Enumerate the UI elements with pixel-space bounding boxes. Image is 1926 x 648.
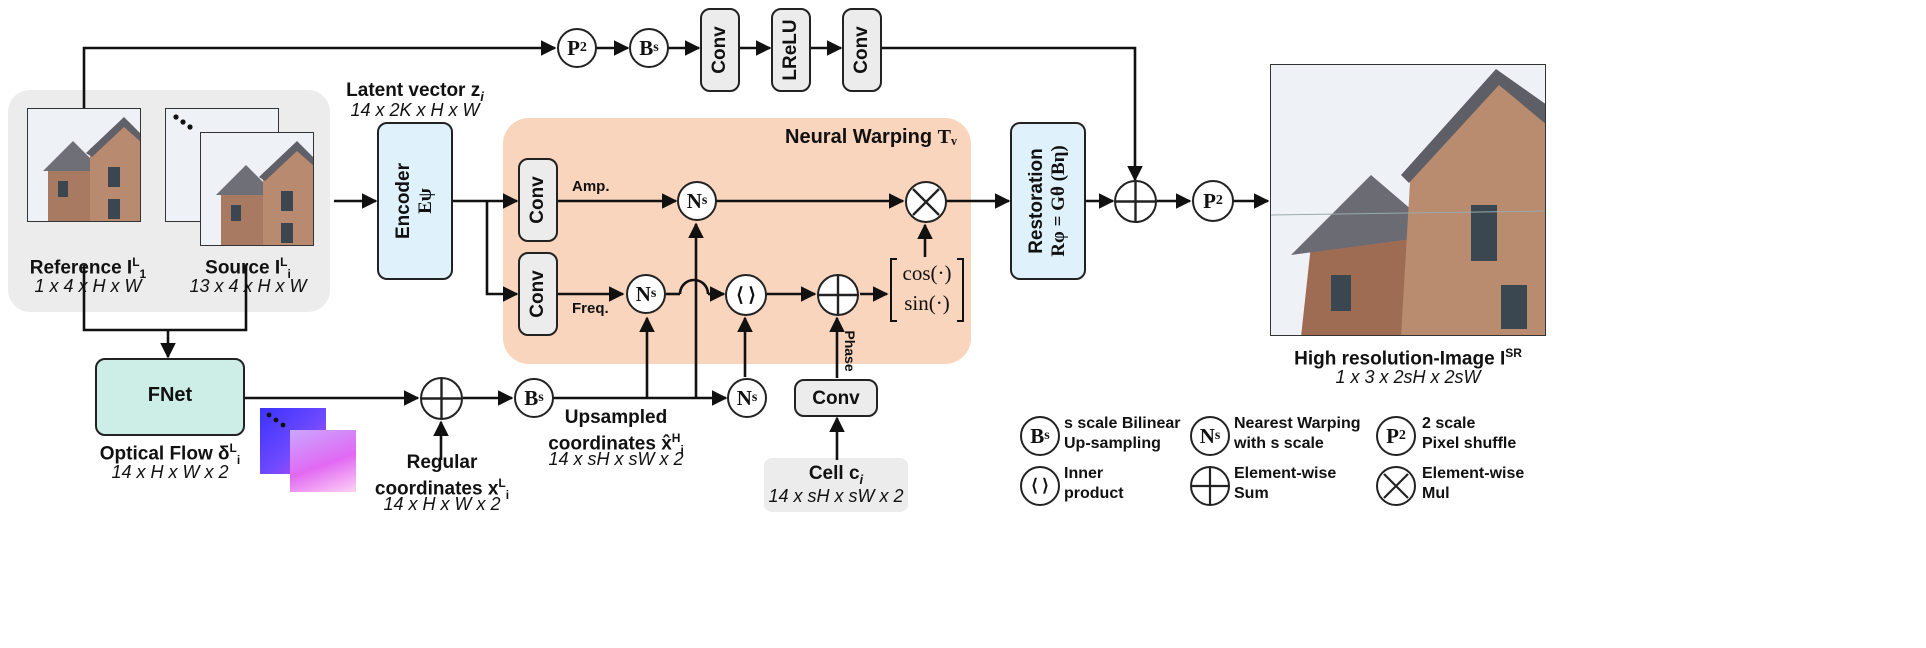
encoder-symbol: Eψ — [415, 188, 436, 214]
restoration-box: Restoration Rφ = Gθ (Bη) — [1010, 122, 1086, 280]
lrelu-box: LReLU — [771, 8, 811, 92]
legend-sum-icon — [1190, 466, 1230, 506]
output-dims: 1 x 3 x 2sH x 2sW — [1335, 367, 1481, 387]
encoder-box: Encoder Eψ — [377, 122, 453, 280]
reference-label: Reference IL1 — [29, 255, 147, 282]
cos-label: cos(·) — [902, 261, 952, 285]
cell-dims: 14 x sH x sW x 2 — [768, 486, 904, 506]
conv-frequency-box: Conv — [518, 252, 558, 336]
flow-dots-icon — [266, 412, 288, 435]
optical-flow-map — [290, 430, 356, 492]
legend-mul-icon — [1376, 466, 1416, 506]
restoration-formula: Rφ = Gθ (Bη) — [1048, 145, 1069, 257]
regular-coords-label: Regular coordinates xLi — [374, 452, 510, 503]
cos-sin-vector: cos(·) sin(·) — [888, 257, 966, 323]
latent-vector-label: Latent vector zi — [346, 80, 484, 104]
conv-phase-box: Conv — [794, 379, 878, 417]
element-sum-phase-op — [817, 274, 859, 316]
fnet-box: FNet — [95, 358, 245, 436]
high-resolution-output-image — [1270, 64, 1546, 336]
upsampled-coords-label: Upsampled coordinates x̂Hi — [548, 407, 684, 458]
encoder-label: Encoder — [393, 162, 414, 240]
neural-warping-panel — [503, 118, 971, 364]
cell-panel — [764, 458, 908, 512]
latent-vector-dims: 14 x 2K x H x W — [350, 100, 480, 120]
source-dims: 13 x 4 x H x W — [189, 276, 307, 296]
output-label: High resolution-Image ISR — [1294, 346, 1522, 370]
element-mul-op — [905, 181, 947, 223]
more-frames-dots-icon — [172, 114, 196, 139]
source-label: Source ILi — [205, 255, 291, 282]
optical-flow-dims: 14 x H x W x 2 — [111, 462, 229, 482]
frequency-label: Freq. — [572, 300, 609, 317]
upsampled-coords-dims: 14 x sH x sW x 2 — [548, 449, 684, 469]
conv-box-top-2: Conv — [842, 8, 882, 92]
legend-inner-product-icon: ⟨ ⟩ — [1020, 466, 1060, 506]
element-sum-coords-op — [420, 377, 463, 420]
conv-box-top-1: Conv — [700, 8, 740, 92]
sin-label: sin(·) — [904, 291, 950, 315]
restoration-label: Restoration — [1026, 148, 1047, 254]
conv-amplitude-box: Conv — [518, 158, 558, 242]
amplitude-label: Amp. — [572, 178, 610, 195]
reference-image — [27, 108, 141, 222]
cell-label: Cell ci — [808, 463, 864, 487]
phase-label: Phase — [842, 330, 858, 372]
neural-warping-title: Neural Warping Tᵥ — [785, 126, 957, 148]
optical-flow-label: Optical Flow δLi — [99, 441, 241, 468]
source-image — [200, 132, 314, 246]
inner-product-op: ⟨ ⟩ — [725, 274, 767, 316]
element-sum-output-op — [1114, 180, 1157, 223]
reference-dims: 1 x 4 x H x W — [34, 276, 142, 296]
regular-coords-dims: 14 x H x W x 2 — [383, 494, 501, 514]
